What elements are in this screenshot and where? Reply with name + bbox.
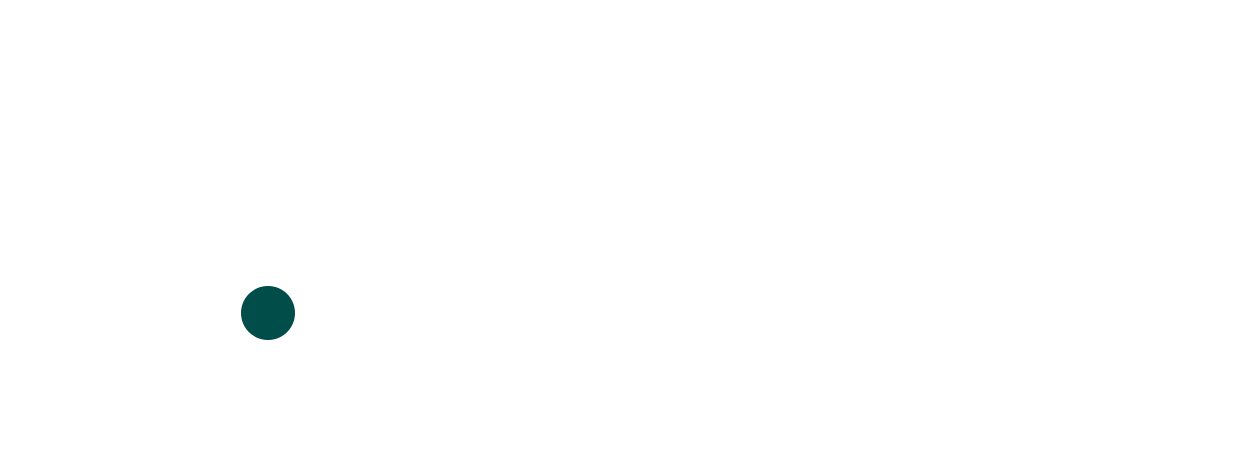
status-dot[interactable] (241, 286, 295, 340)
